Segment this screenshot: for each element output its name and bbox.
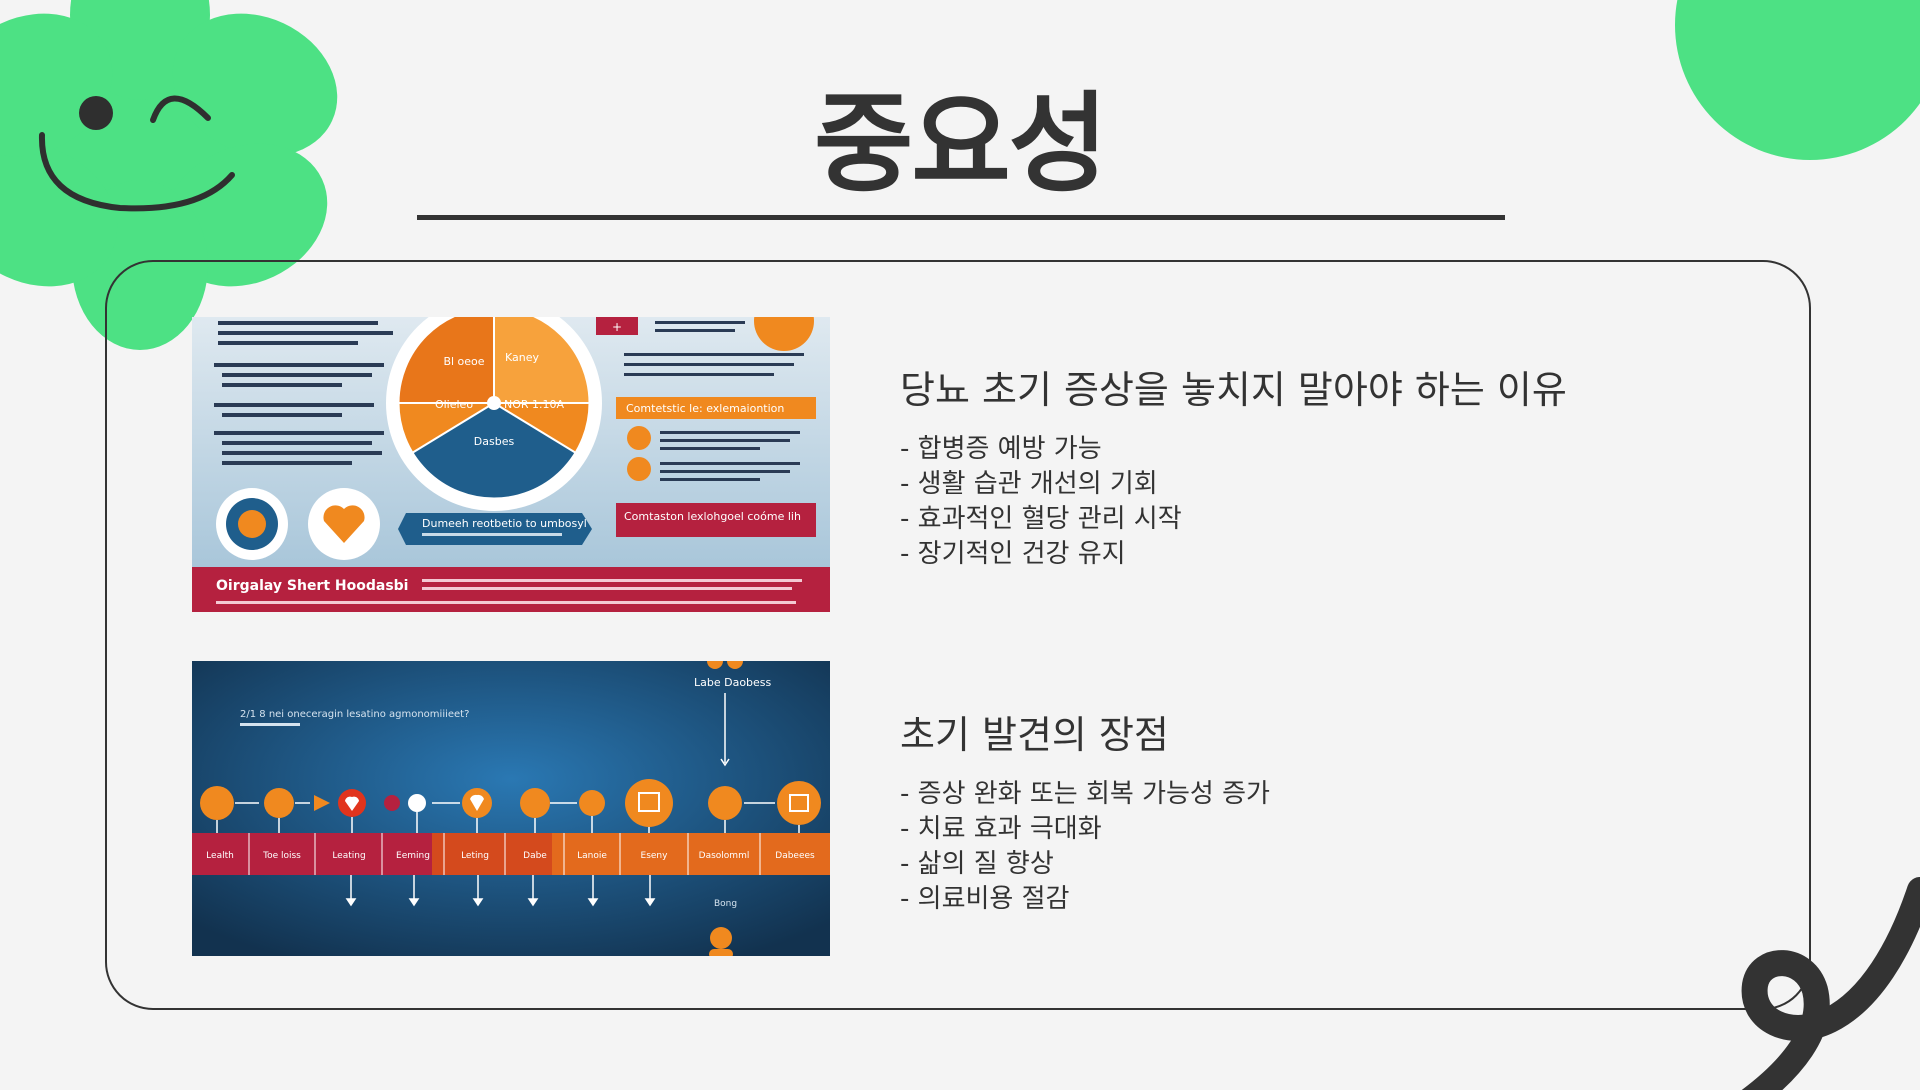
pie-label: Olieleo bbox=[435, 398, 473, 411]
timeline-label: Lanoie bbox=[577, 851, 607, 861]
pie-label: NOR 1.10A bbox=[504, 398, 565, 411]
pie-label: Bl oeoe bbox=[443, 355, 484, 368]
page-title: 중요성 bbox=[813, 82, 1108, 207]
timeline-label: Lealth bbox=[206, 851, 234, 861]
timeline-label: Dabe bbox=[523, 851, 547, 861]
timeline-label: Eeming bbox=[396, 851, 430, 861]
list-item: - 치료 효과 극대화 bbox=[900, 814, 1102, 844]
callout-text: Comtaston lexlohgoel coóme lih bbox=[624, 510, 801, 523]
timeline-label: Dasolomml bbox=[699, 851, 750, 861]
flower-smiley-icon bbox=[0, 0, 338, 350]
list-item: - 장기적인 건강 유지 bbox=[900, 539, 1126, 569]
list-item: - 효과적인 혈당 관리 시작 bbox=[900, 504, 1182, 534]
section-heading: 초기 발견의 장점 bbox=[900, 713, 1169, 757]
timeline-label: Eseny bbox=[641, 851, 669, 861]
section-heading: 당뇨 초기 증상을 놓치지 말아야 하는 이유 bbox=[900, 368, 1567, 412]
pie-label: Kaney bbox=[505, 351, 540, 364]
timeline-label: Leating bbox=[332, 851, 365, 861]
smiley-eye-icon bbox=[79, 96, 113, 130]
box-text: Dumeeh reotbetio to umbosyl bbox=[422, 517, 587, 530]
list-item: - 삶의 질 향상 bbox=[900, 849, 1054, 879]
svg-text:+: + bbox=[612, 320, 622, 334]
timeline-label: Dabeees bbox=[775, 851, 815, 861]
timeline-label: Leting bbox=[461, 851, 489, 861]
pie-label: Dasbes bbox=[474, 435, 515, 448]
title-underline bbox=[417, 215, 1505, 220]
timeline-label: Toe loiss bbox=[262, 851, 301, 861]
section-why-not-miss: 당뇨 초기 증상을 놓치지 말아야 하는 이유 - 합병증 예방 가능 - 생활… bbox=[900, 360, 1760, 572]
smiley-mouth-icon bbox=[38, 132, 235, 212]
list-item: - 합병증 예방 가능 bbox=[900, 434, 1102, 464]
bullet-list: - 합병증 예방 가능 - 생활 습관 개선의 기회 - 효과적인 혈당 관리 … bbox=[900, 432, 1760, 572]
content-frame bbox=[105, 260, 1811, 1010]
banner-text: Oirgalay Shert Hoodasbi bbox=[216, 578, 408, 594]
smiley-wink-icon bbox=[150, 95, 211, 123]
squiggle-decoration-icon bbox=[1741, 877, 1920, 1090]
infographic-image-bottom: Labe Daobess 2/1 8 nei oneceragin lesati… bbox=[192, 661, 830, 956]
list-item: - 의료비용 절감 bbox=[900, 884, 1070, 914]
bottom-label: Bong bbox=[714, 899, 737, 909]
section-early-detection: 초기 발견의 장점 - 증상 완화 또는 회복 가능성 증가 - 치료 효과 극… bbox=[900, 705, 1760, 917]
decorative-circle bbox=[1675, 0, 1920, 160]
tag-text: Comtetstic le: exlemaiontion bbox=[626, 402, 784, 415]
infographic-image-top: Bl oeoe Kaney Olieleo NOR 1.10A Dasbes +… bbox=[192, 317, 830, 612]
caption-text: 2/1 8 nei oneceragin lesatino agmonomiii… bbox=[240, 709, 469, 720]
top-label: Labe Daobess bbox=[694, 676, 772, 689]
bullet-list: - 증상 완화 또는 회복 가능성 증가 - 치료 효과 극대화 - 삶의 질 … bbox=[900, 777, 1760, 917]
list-item: - 생활 습관 개선의 기회 bbox=[900, 469, 1158, 499]
list-item: - 증상 완화 또는 회복 가능성 증가 bbox=[900, 779, 1270, 809]
